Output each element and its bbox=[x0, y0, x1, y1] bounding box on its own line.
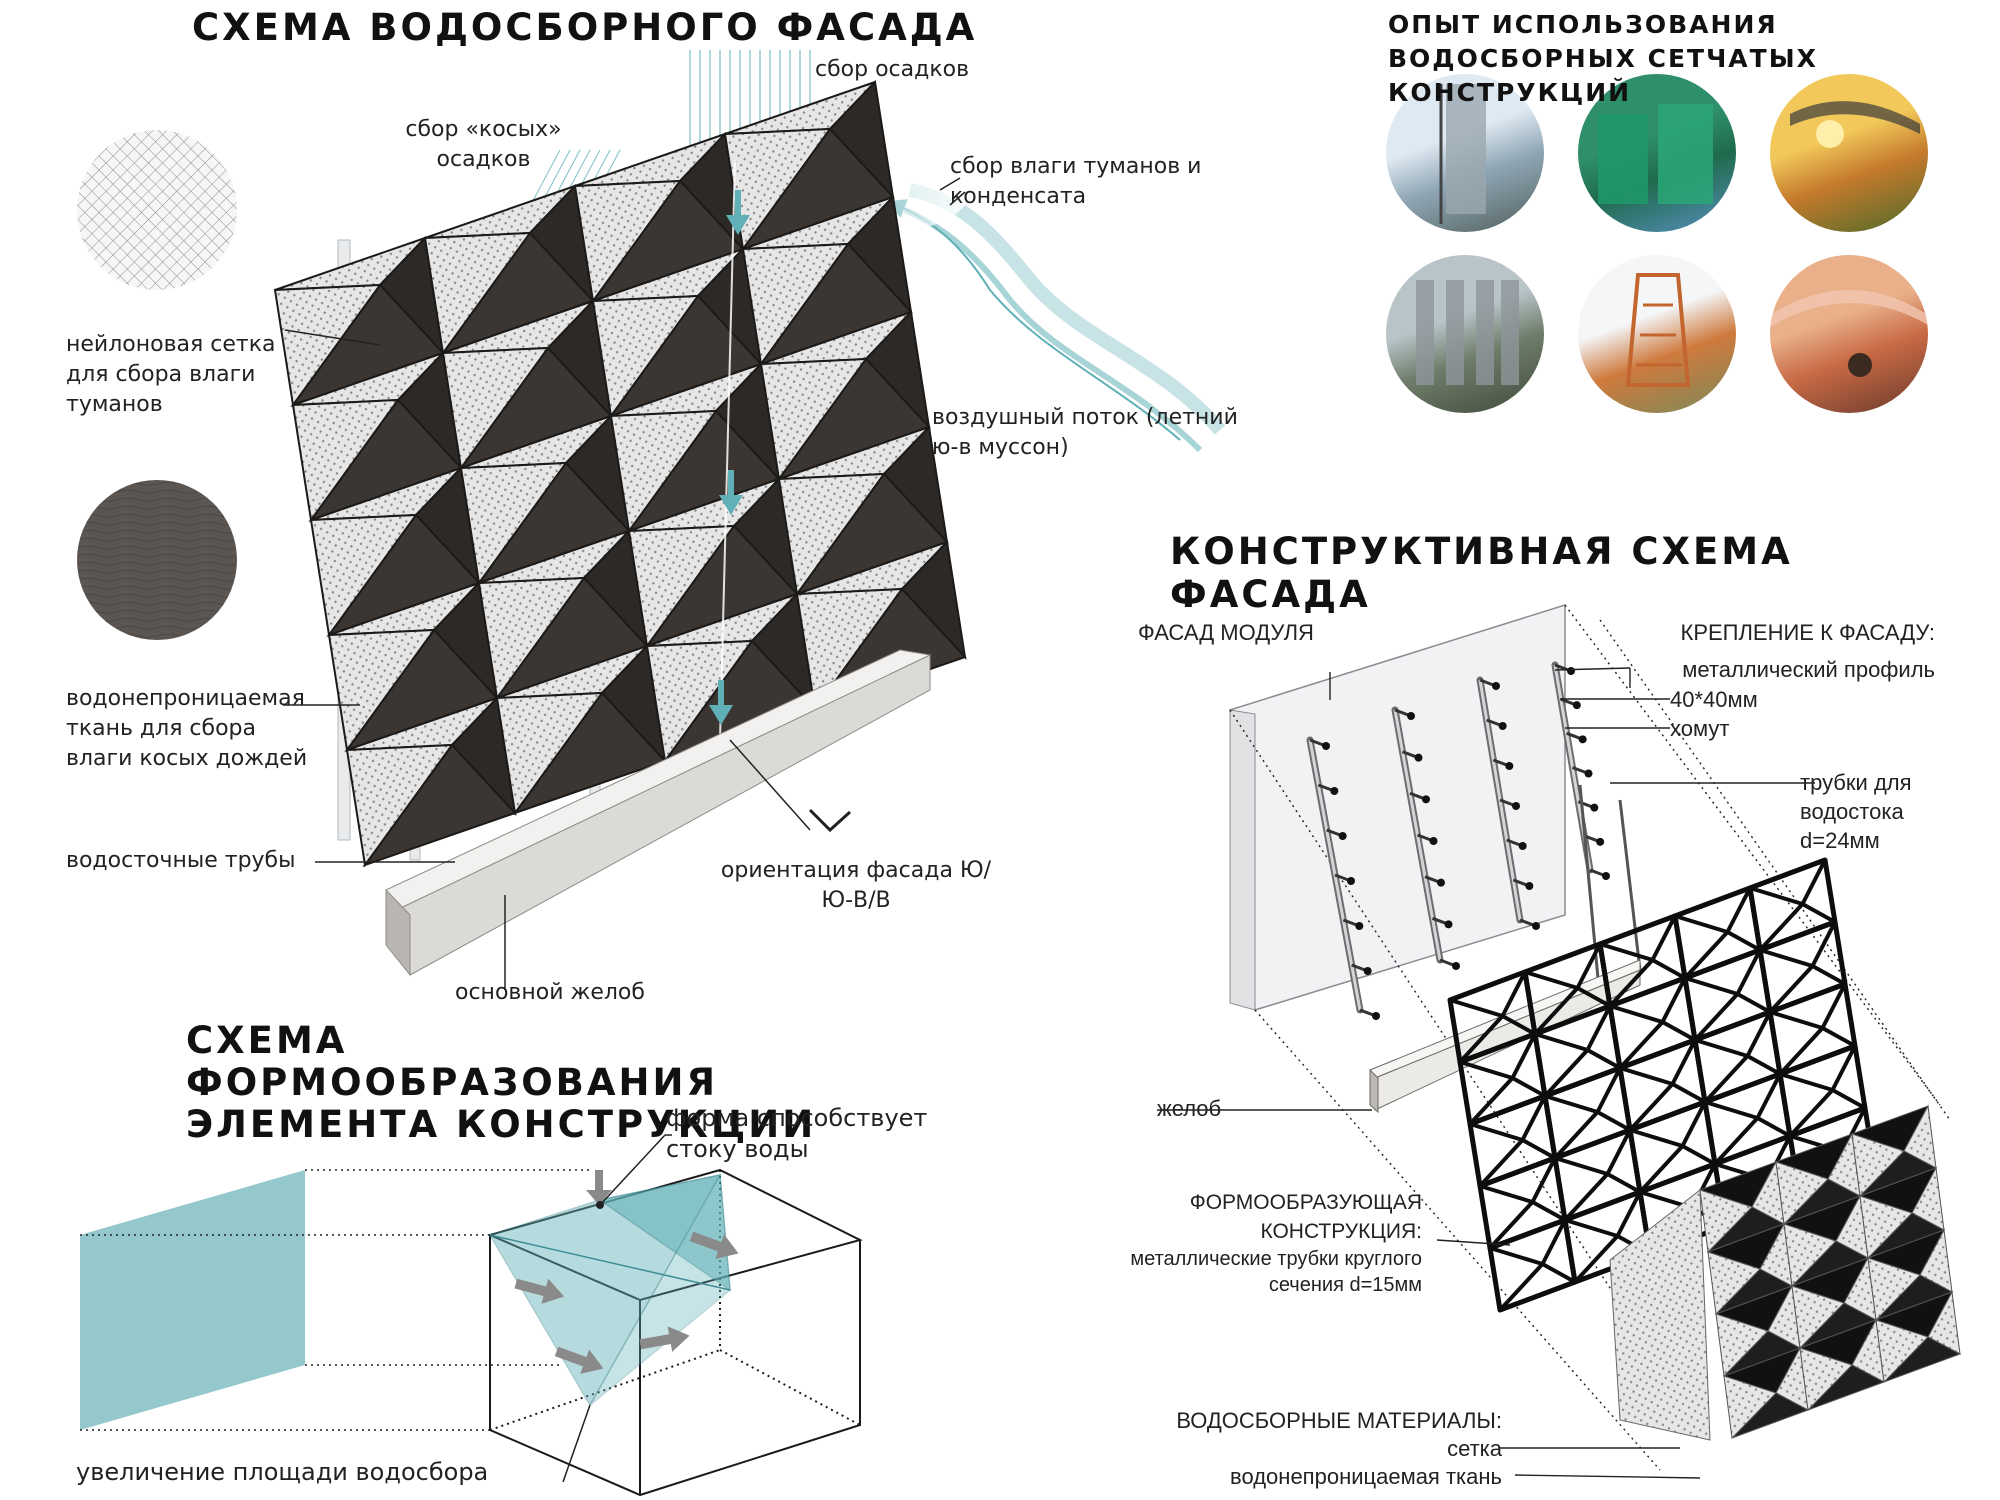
material-panel bbox=[1798, 1318, 1886, 1412]
metal-profile bbox=[1476, 676, 1540, 930]
facade-panel bbox=[591, 246, 763, 419]
photo-warka-tower bbox=[1578, 255, 1736, 413]
photo-hill-nets bbox=[1386, 255, 1544, 413]
facade-panel bbox=[573, 131, 745, 304]
facade-panel bbox=[273, 235, 445, 408]
facade-scheme-title: СХЕМА ВОДОСБОРНОГО ФАСАДА bbox=[192, 6, 978, 49]
facade-panel bbox=[741, 194, 913, 367]
facade-panel bbox=[495, 643, 667, 816]
construct-scheme-title: КОНСТРУКТИВНАЯ СХЕМА ФАСАДА bbox=[1170, 530, 1793, 616]
material-panel bbox=[1774, 1132, 1862, 1226]
frame-cell bbox=[1767, 981, 1858, 1077]
facade-panel bbox=[345, 695, 517, 868]
label-module-facade: ФАСАД МОДУЛЯ bbox=[1138, 620, 1314, 645]
facade-panel bbox=[627, 476, 799, 649]
label-profile-size: 40*40мм bbox=[1670, 687, 1758, 712]
material-panel bbox=[1850, 1104, 1938, 1198]
construct-leader-lines bbox=[1157, 667, 1815, 1479]
label-fabric: водонепроницаемая ткань для сбора влаги … bbox=[66, 686, 308, 771]
label-clamp: хомут bbox=[1670, 716, 1730, 741]
frame-cell bbox=[1447, 969, 1538, 1065]
material-panel bbox=[1714, 1284, 1802, 1378]
label-precipitation: сбор осадков bbox=[815, 57, 970, 82]
drain-pipe bbox=[1618, 799, 1642, 971]
facade-panel bbox=[777, 424, 949, 597]
photo-savanna-sunset bbox=[1770, 74, 1928, 232]
facade-panel bbox=[423, 183, 595, 356]
label-area: увеличение площади водосбора bbox=[76, 1458, 489, 1486]
form-scheme-title: СХЕМА ФОРМООБРАЗОВАНИЯ ЭЛЕМЕНТА КОНСТРУК… bbox=[186, 1019, 817, 1146]
fabric-sample bbox=[77, 480, 237, 640]
label-oblique: сбор «косых» осадков bbox=[405, 117, 562, 172]
label-pipes: водосточные трубы bbox=[66, 848, 296, 873]
label-frame-desc: металлические трубки круглого сечения d=… bbox=[1130, 1248, 1422, 1296]
label-mount-title: КРЕПЛЕНИЕ К ФАСАДУ: bbox=[1680, 620, 1936, 645]
label-airflow: воздушный поток (летний ю-в муссон) bbox=[932, 405, 1238, 460]
orientation-icon bbox=[808, 808, 852, 833]
facade-panel bbox=[441, 298, 613, 471]
metal-profile bbox=[1306, 736, 1380, 1020]
form-scheme bbox=[80, 1134, 863, 1497]
nylon-mesh-sample bbox=[77, 130, 237, 290]
photo-mesh-tower bbox=[1386, 74, 1544, 232]
metal-profile bbox=[1391, 706, 1460, 970]
material-panel bbox=[1858, 1166, 1946, 1260]
facade-panel bbox=[477, 528, 649, 701]
construct-scheme bbox=[1229, 603, 1962, 1471]
facade-panel bbox=[723, 79, 895, 252]
label-frame-title: ФОРМООБРАЗУЮЩАЯ КОНСТРУКЦИЯ: bbox=[1189, 1191, 1422, 1243]
mesh-shoulder bbox=[1609, 1189, 1711, 1441]
material-panel bbox=[1866, 1228, 1954, 1322]
photo-green-nets bbox=[1578, 74, 1736, 232]
label-waterproof-fabric: водонепроницаемая ткань bbox=[1230, 1464, 1502, 1489]
facade-panel bbox=[291, 350, 463, 523]
label-fog: сбор влаги туманов и конденсата bbox=[950, 154, 1202, 209]
facade-model bbox=[273, 79, 970, 977]
facade-leader-lines bbox=[283, 177, 966, 990]
label-nylon: нейлоновая сетка для сбора влаги туманов bbox=[66, 332, 276, 417]
label-drain-pipes: трубки для водостока d=24мм bbox=[1800, 770, 1912, 853]
facade-panel bbox=[759, 309, 931, 482]
experience-title: ОПЫТ ИСПОЛЬЗОВАНИЯ ВОДОСБОРНЫХ СЕТЧАТЫХ … bbox=[1388, 10, 1818, 107]
label-gutter-main: основной желоб bbox=[455, 980, 645, 1005]
facade-panel bbox=[609, 361, 781, 534]
facade-panel bbox=[309, 465, 481, 638]
photo-village-canopy bbox=[1770, 255, 1928, 413]
label-profile: металлический профиль bbox=[1682, 657, 1935, 682]
material-panel bbox=[1722, 1346, 1810, 1440]
material-panel bbox=[1698, 1160, 1786, 1254]
label-materials-title: ВОДОСБОРНЫЕ МАТЕРИАЛЫ: bbox=[1176, 1408, 1502, 1433]
label-gutter: желоб bbox=[1157, 1096, 1222, 1121]
material-panel bbox=[1782, 1194, 1870, 1288]
drain-pipe bbox=[1578, 784, 1602, 1001]
material-panel bbox=[1790, 1256, 1878, 1350]
label-orientation: ориентация фасада Ю/Ю-В/В bbox=[720, 858, 992, 913]
material-panel bbox=[1874, 1290, 1962, 1384]
label-mesh: сетка bbox=[1447, 1436, 1502, 1461]
label-shape: форма способствует стоку воды bbox=[666, 1104, 928, 1163]
